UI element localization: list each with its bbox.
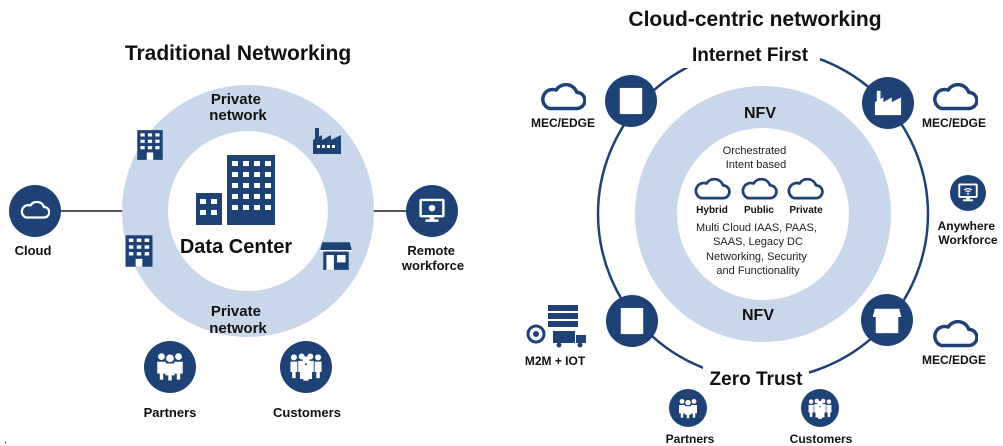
building-icon (125, 235, 153, 267)
left-title: Traditional Networking (125, 42, 351, 65)
building-icon (620, 307, 644, 335)
cloud-icon (933, 320, 978, 348)
building-icon (619, 87, 643, 115)
zero-trust-label: Zero Trust (710, 369, 804, 390)
mec-edge-bottom-right-label: MEC/EDGE (922, 353, 986, 367)
people-group-icon (679, 399, 697, 419)
mec-edge-top-left-label: MEC/EDGE (531, 116, 595, 130)
nfv-top-label: NFV (744, 105, 776, 122)
hybrid-cloud-icon (694, 178, 731, 200)
data-center-label: Data Center (180, 236, 292, 258)
cloud-node (9, 185, 61, 237)
customers-label: Customers (273, 405, 341, 420)
building-icon (137, 130, 163, 160)
cloud-label: Cloud (15, 243, 52, 258)
cloud-centric-panel: Cloud-centric networking Internet First … (525, 8, 999, 446)
private-label: Private (789, 205, 823, 216)
crowd-icon (808, 398, 832, 419)
networking-security-text: Networking, Security and Functionality (706, 251, 810, 277)
private-network-ring (122, 85, 374, 337)
orchestrated-text: Orchestrated Intent based (723, 145, 790, 171)
hybrid-label: Hybrid (696, 205, 728, 216)
mec-edge-top-right-label: MEC/EDGE (922, 116, 986, 130)
data-center-icon (196, 155, 275, 225)
public-label: Public (744, 205, 774, 216)
footnote-mark: . (4, 434, 7, 446)
partners-label: Partners (144, 405, 197, 420)
cloud-icon (541, 83, 586, 111)
private-network-bottom-label: Private network (209, 303, 267, 337)
crowd-icon (290, 353, 322, 381)
m2m-iot-icon (526, 305, 586, 348)
cloud-icon (933, 83, 978, 111)
anywhere-workforce-label: Anywhere Workforce (938, 219, 999, 247)
people-group-icon (157, 353, 183, 381)
traditional-networking-panel: Traditional Networking Private network P… (4, 42, 464, 446)
public-cloud-icon (741, 178, 778, 200)
right-customers-label: Customers (790, 432, 853, 446)
m2m-iot-label: M2M + IOT (525, 354, 586, 368)
multi-cloud-text: Multi Cloud IAAS, PAAS, SAAS, Legacy DC (696, 222, 820, 248)
right-title: Cloud-centric networking (628, 8, 881, 31)
nfv-ring (635, 86, 891, 342)
internet-first-label: Internet First (692, 45, 809, 66)
private-network-top-label: Private network (209, 91, 267, 124)
right-partners-label: Partners (666, 432, 715, 446)
nfv-bottom-label: NFV (742, 307, 774, 324)
storefront-icon (319, 241, 353, 271)
private-cloud-icon (787, 178, 824, 200)
remote-workforce-label: Remote workforce (401, 243, 464, 273)
storefront-icon (872, 308, 902, 334)
